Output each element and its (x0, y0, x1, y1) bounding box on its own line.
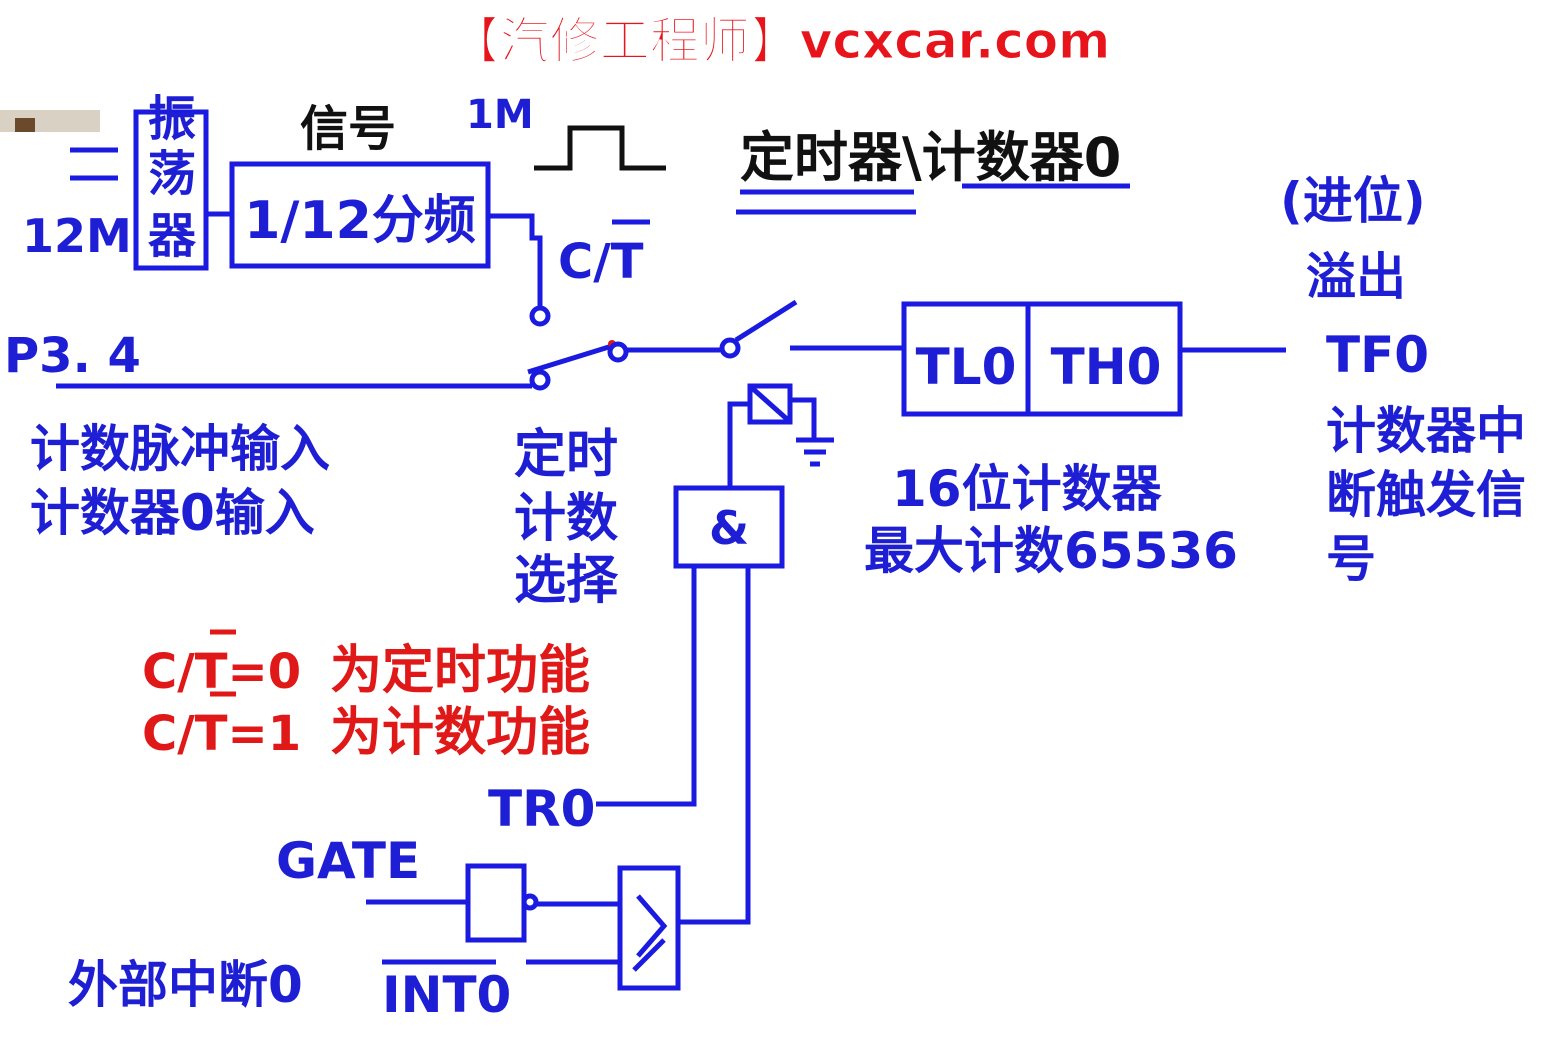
mode-1-desc: 为计数功能 (330, 703, 590, 763)
timer-contact (529, 305, 551, 327)
watermark: 【汽修工程师】vcxcar.com (450, 12, 1110, 70)
or-gate (617, 865, 681, 991)
oscillator-char-1: 振 (148, 91, 196, 147)
p34-desc-line2: 计数器0输入 (30, 484, 315, 542)
select-switch-arm (527, 343, 613, 375)
mode-0-desc: 为定时功能 (330, 641, 590, 701)
oscillator-char-3: 器 (148, 208, 197, 264)
run-switch-contact (719, 337, 741, 359)
not-gate-bubble (521, 893, 539, 911)
select-label-1: 定时 (514, 425, 618, 485)
relay-ground-wire (790, 397, 817, 440)
select-label-2: 计数 (514, 489, 618, 549)
p34-desc-line1: 计数脉冲输入 (30, 420, 330, 478)
crystal-frequency: 12M (22, 209, 132, 263)
relay-coil-diagonal (750, 386, 790, 422)
p34-pin-label: P3. 4 (4, 328, 141, 384)
book-icon (15, 118, 35, 132)
counter-desc-line2: 最大计数65536 (864, 522, 1238, 580)
relay-to-and-wire (727, 401, 750, 486)
ct-label: C/T (558, 219, 650, 290)
ground-icon (796, 437, 834, 467)
not-gate (465, 863, 527, 943)
crystal-symbol (70, 147, 118, 181)
divider-label: 1/12分频 (244, 191, 476, 251)
gate-label: GATE (276, 832, 420, 890)
mode-notes: C/T=0 为定时功能 C/T=1 为计数功能 (142, 629, 590, 763)
counter-tl0: TL0 (916, 338, 1017, 396)
or-gate-symbol (636, 894, 668, 958)
and-gate (673, 485, 785, 569)
divider-box (229, 161, 491, 269)
overflow-desc-1: 计数器中 (1326, 402, 1526, 460)
oscillator-box (133, 109, 209, 271)
tr0-wire (596, 566, 697, 807)
mode-0-cond: C/T=0 (142, 644, 301, 700)
overflow-flag-tf0: TF0 (1326, 326, 1429, 384)
freq-label-partial: 1M (466, 92, 534, 138)
signal-label-partial: 信号 (300, 101, 396, 157)
ct-label-text: C/T (558, 234, 644, 290)
int0-label: INT0 (382, 966, 511, 1024)
overflow-desc-2: 断触发信 (1326, 466, 1526, 524)
divider-output-wire (488, 213, 543, 310)
or-to-and-wire (680, 566, 751, 925)
top-left-cropped-area (0, 110, 118, 181)
counter-box (901, 301, 1183, 417)
switch-pivot (607, 341, 629, 363)
run-switch-arm (734, 299, 798, 343)
diagram-title: 定时器\计数器0 (740, 126, 1121, 189)
counter-contact (529, 369, 551, 391)
external-interrupt-label: 外部中断0 (68, 956, 303, 1014)
select-label-3: 选择 (514, 551, 619, 611)
clock-pulse-waveform (534, 125, 666, 171)
title-underlines (736, 183, 1130, 215)
overflow-desc-3: 号 (1326, 530, 1376, 588)
tr0-label: TR0 (488, 780, 595, 838)
counter-desc-line1: 16位计数器 (892, 460, 1163, 518)
overflow-carry: (进位) (1280, 172, 1426, 230)
counter-th0: TH0 (1051, 338, 1162, 396)
overflow-label: 溢出 (1306, 248, 1406, 306)
mode-1-cond: C/T=1 (142, 706, 301, 762)
and-gate-symbol: & (709, 501, 749, 555)
oscillator-char-2: 荡 (148, 146, 196, 202)
or-gate-slash (632, 938, 666, 972)
